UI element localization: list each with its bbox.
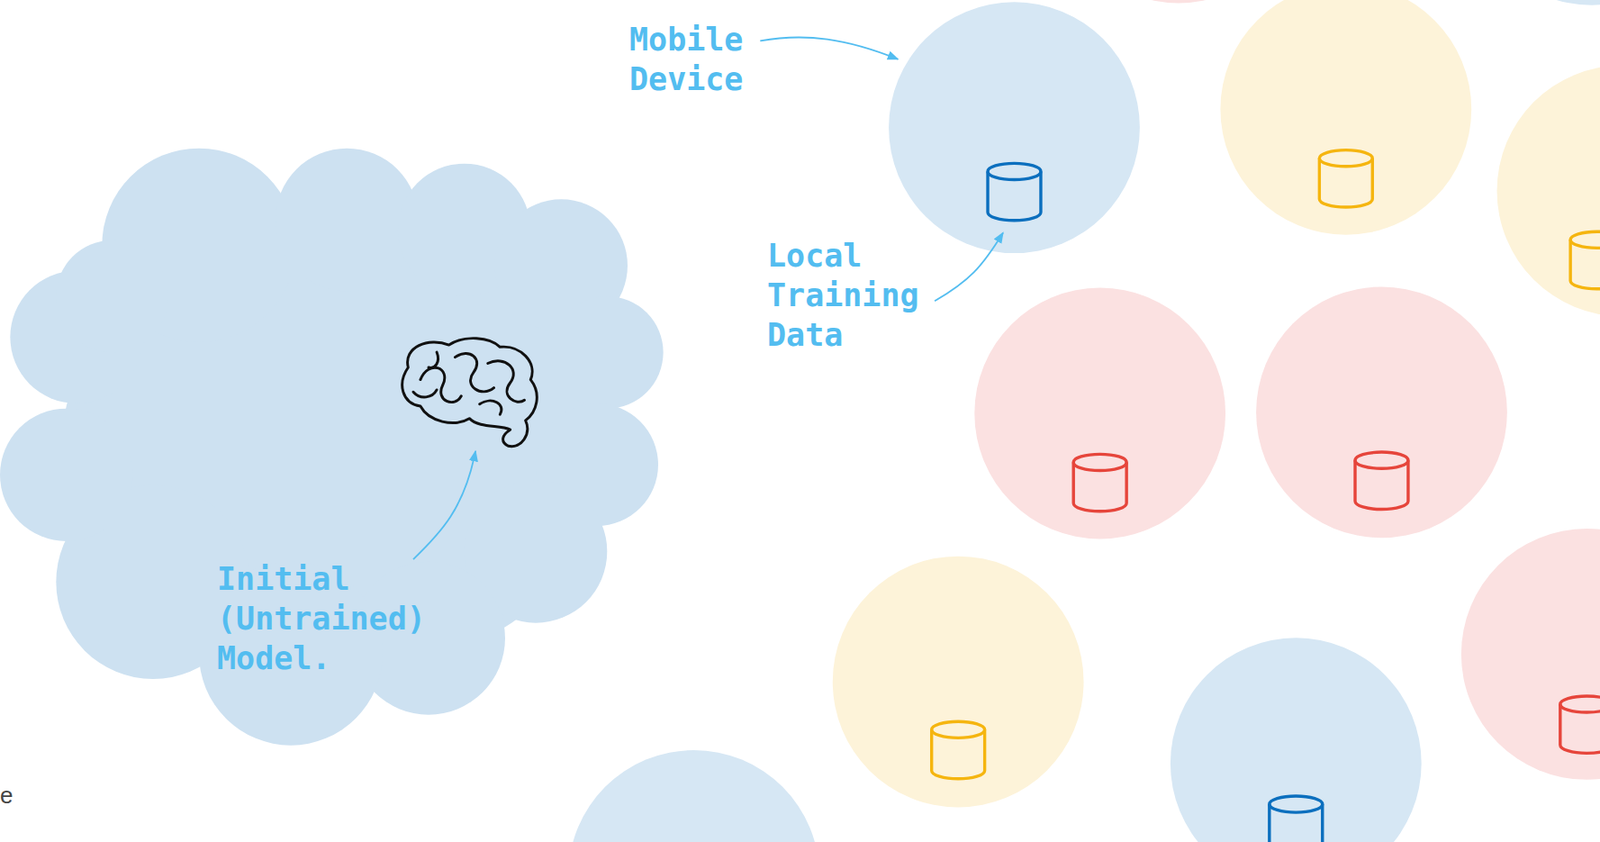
mobile-device xyxy=(1053,0,1305,3)
data-cylinder xyxy=(1570,231,1600,289)
data-cylinder xyxy=(1355,451,1409,509)
cloud-bump xyxy=(0,407,133,541)
cloud-shape xyxy=(0,143,674,756)
mobile-device xyxy=(1461,528,1600,780)
mobile-device xyxy=(888,1,1140,254)
cloud-bump xyxy=(551,296,664,409)
cylinder-top xyxy=(1269,795,1323,813)
leader-line xyxy=(759,36,898,59)
mobile-device xyxy=(1220,0,1472,236)
mobile-device xyxy=(1497,65,1600,317)
leader-line xyxy=(934,232,1004,301)
mobile-device xyxy=(568,750,820,842)
edge-fragment: e xyxy=(0,781,28,809)
data-label: Local Training Data xyxy=(767,235,934,355)
data-cylinder xyxy=(987,162,1041,220)
cylinder-top xyxy=(1570,231,1600,248)
mobile-device xyxy=(1466,0,1600,6)
data-cylinder xyxy=(1073,453,1127,511)
cloud-fill xyxy=(0,147,664,745)
mobile-device xyxy=(1256,286,1508,538)
cylinder-top xyxy=(1355,451,1409,469)
mobile-device xyxy=(1170,637,1422,842)
node-label: Initial (Untrained) Model. xyxy=(216,559,434,678)
cylinder-top xyxy=(1319,150,1373,167)
cylinder-top xyxy=(931,721,986,738)
data-cylinder xyxy=(1269,795,1323,842)
cylinder-top xyxy=(1560,696,1600,713)
mobile-device xyxy=(974,288,1226,540)
cloud-bump xyxy=(55,239,169,353)
cloud-server: Initial (Untrained) Model. xyxy=(0,143,674,756)
cylinder-top xyxy=(1073,453,1127,471)
data-cylinder xyxy=(1319,150,1373,208)
device-label: Mobile Device xyxy=(629,19,765,100)
cylinder-top xyxy=(987,162,1041,180)
data-cylinder xyxy=(1560,696,1600,753)
cloud-bump xyxy=(275,147,419,291)
data-cylinder xyxy=(931,721,986,778)
mobile-device xyxy=(832,556,1085,808)
